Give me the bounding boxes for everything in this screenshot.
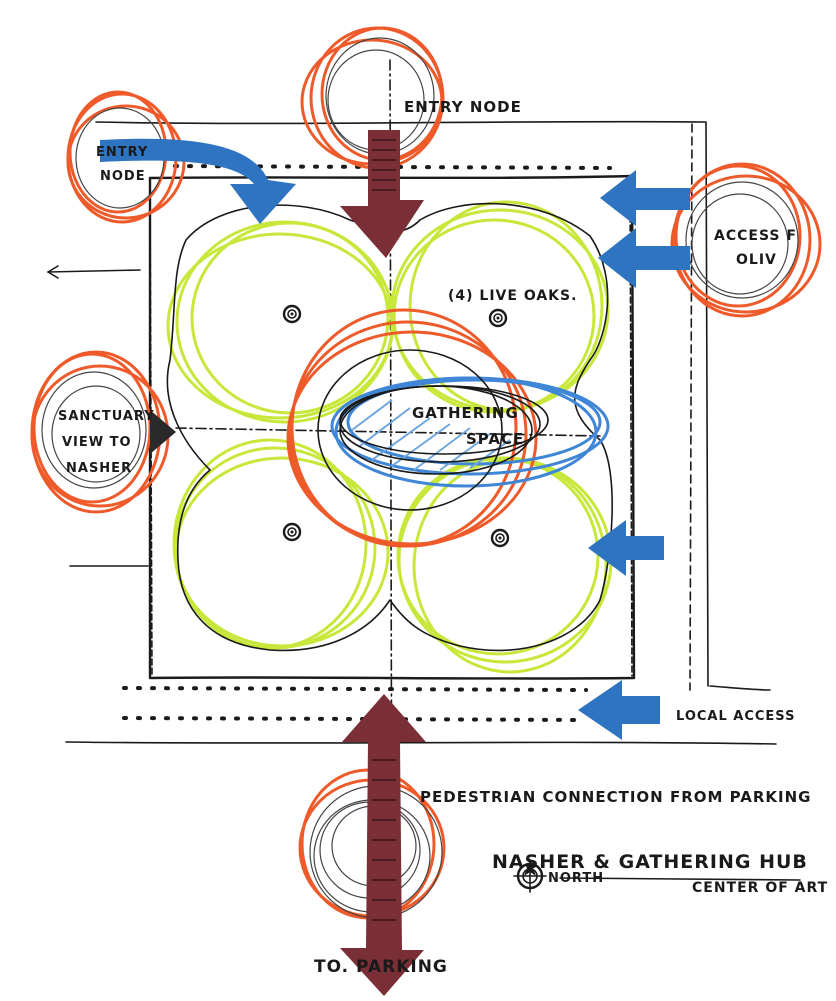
label-sanctuary-1: SANCTUARY	[58, 409, 155, 424]
label-live-oaks: (4) LIVE OAKS.	[448, 288, 577, 304]
live-oak-canopies	[166, 200, 613, 674]
entry-arrow-curved	[100, 138, 296, 224]
label-entry-node-left-2: NODE	[100, 169, 146, 184]
label-sanctuary-3: NASHER	[66, 461, 132, 476]
maroon-arrows	[340, 130, 426, 996]
access-arrow-lower	[598, 228, 690, 288]
label-north: NORTH	[548, 871, 604, 886]
label-gathering-1: GATHERING	[412, 404, 519, 422]
label-nasher-1: NASHER & GATHERING HUB	[492, 851, 808, 873]
sanctuary-view-arrow	[150, 410, 176, 454]
label-entry-node-left-1: ENTRY	[96, 145, 148, 160]
north-arrow	[513, 859, 547, 893]
tree-trunk-markers	[282, 304, 510, 548]
label-to-parking: TO. PARKING	[314, 957, 448, 977]
canopy-outline	[166, 202, 613, 652]
local-access-arrow	[578, 680, 660, 740]
label-pedestrian: PEDESTRIAN CONNECTION FROM PARKING	[420, 788, 812, 806]
oak-canopy-nw	[166, 220, 395, 424]
oak-canopy-se	[396, 456, 613, 674]
tree-trunk-se	[490, 528, 510, 548]
label-entry-node-top: ENTRY NODE	[404, 98, 522, 116]
tree-trunk-nw	[282, 304, 302, 324]
oak-canopy-sw	[172, 438, 390, 650]
tree-trunk-ne	[488, 308, 508, 328]
label-local-access: LOCAL ACCESS	[676, 709, 795, 724]
entry-arrow-top	[340, 130, 424, 258]
access-arrow-upper	[600, 170, 690, 226]
node-sanctuary-left	[30, 350, 170, 514]
side-arrow-east	[588, 520, 664, 576]
label-gathering-2: SPACE	[466, 430, 524, 448]
pedestrian-arrow-bottom	[340, 694, 426, 996]
label-sanctuary-2: VIEW TO	[62, 435, 132, 450]
label-access-1: ACCESS F	[714, 228, 797, 244]
tree-trunk-sw	[282, 522, 302, 542]
blue-arrows	[100, 138, 690, 740]
labels: ENTRY NODE ENTRY NODE ACCESS F OLIV (4) …	[58, 98, 828, 977]
street-lines	[47, 164, 801, 881]
node-access-right	[670, 162, 822, 318]
label-nasher-2: CENTER OF ART	[692, 880, 828, 896]
gathering-space-node	[286, 308, 610, 548]
label-access-2: OLIV	[736, 252, 777, 268]
